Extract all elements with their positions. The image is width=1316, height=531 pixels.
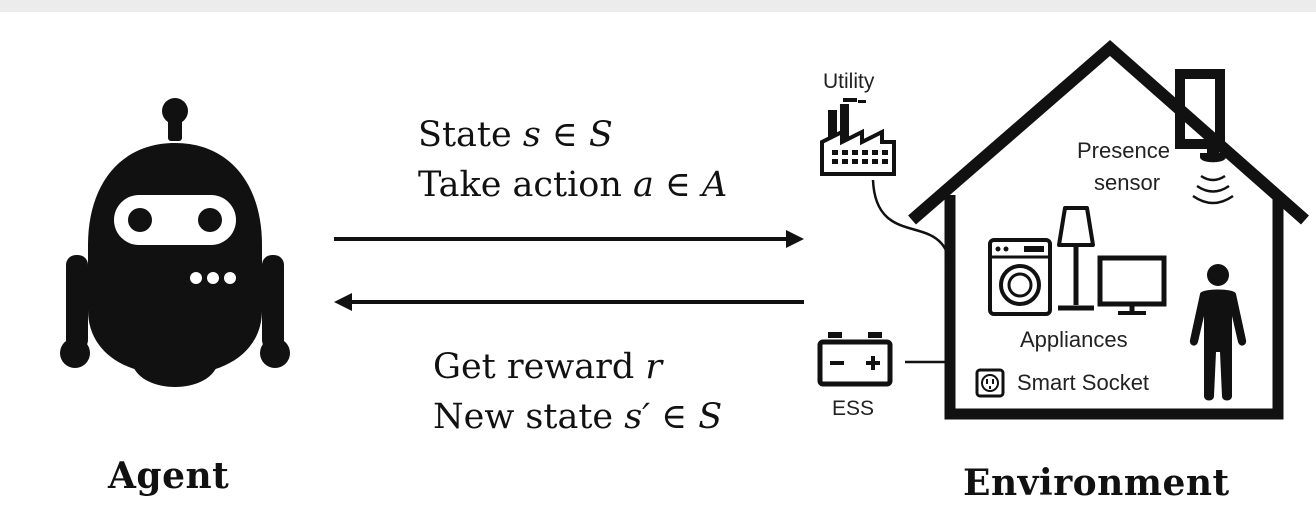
factory-icon: [820, 98, 896, 176]
environment-label: Environment: [963, 462, 1230, 504]
smart-socket-label: Smart Socket: [1017, 370, 1150, 395]
appliances-label: Appliances: [1020, 327, 1128, 352]
house-icon: [871, 40, 1309, 420]
agent-label: Agent: [108, 455, 230, 497]
person-icon: [1189, 264, 1247, 401]
reward-text: Get reward r: [433, 345, 662, 389]
washing-machine-icon: [988, 238, 1052, 316]
take-action-text: Take action a ∈ A: [418, 163, 727, 207]
new-state-prefix: New state: [433, 397, 625, 437]
presence-label-line2: sensor: [1094, 170, 1161, 195]
new-state-text: New state s′ ∈ S: [433, 395, 722, 439]
top-border: [0, 0, 1316, 12]
presence-label-line1: Presence: [1077, 138, 1170, 163]
action-prefix: Take action: [418, 165, 634, 205]
battery-icon: [817, 332, 893, 387]
reward-prefix: Get reward: [433, 347, 646, 387]
state-text: State s ∈ S: [418, 113, 613, 157]
robot-icon: [60, 98, 290, 387]
action-math: a ∈ A: [633, 165, 728, 205]
presence-sensor-icon: [1192, 145, 1234, 205]
state-prefix: State: [418, 115, 523, 155]
ess-label: ESS: [832, 397, 875, 420]
utility-label: Utility: [823, 70, 875, 93]
action-arrow: [334, 230, 804, 248]
floor-lamp-icon: [1057, 206, 1095, 311]
arrows-layer: [334, 230, 804, 311]
monitor-icon: [1097, 255, 1167, 315]
smart-socket-icon: [975, 368, 1005, 398]
state-math: s ∈ S: [522, 115, 613, 155]
reward-math: r: [645, 347, 663, 387]
new-state-math: s′ ∈ S: [624, 397, 723, 437]
feedback-arrow: [334, 293, 804, 311]
